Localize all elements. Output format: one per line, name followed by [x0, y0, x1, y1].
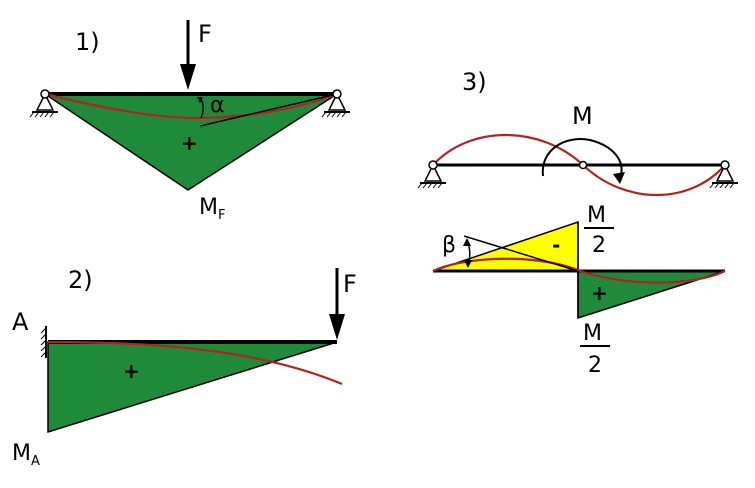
panel-1-angle-arrowhead	[197, 97, 203, 103]
panel-3-angle-label: β	[442, 233, 456, 258]
panel-3-angle-arrow	[463, 238, 472, 268]
panel-1-number: 1)	[75, 28, 100, 56]
panel-2-moment-diagram	[47, 341, 338, 434]
panel-2-fixed-support	[40, 326, 47, 358]
panel-1-force-label: F	[198, 20, 212, 48]
panel-3-right-pin-support	[709, 160, 738, 189]
panel-1-deflection-curve	[44, 92, 338, 120]
panel-2-deflection-curve	[47, 340, 343, 386]
panel-1-left-pin-support	[29, 89, 58, 118]
panel-1-force-arrow	[180, 20, 196, 90]
panel-2: 2) A F + MA	[12, 266, 357, 469]
panel-2-sign: +	[123, 359, 140, 383]
panel-3-moment-label: M	[572, 102, 593, 130]
panel-3-number: 3)	[462, 68, 487, 96]
panel-1: 1) α F + MF	[29, 20, 350, 223]
panel-2-moment-label: MA	[12, 441, 40, 469]
panel-3: 3) M	[417, 68, 738, 378]
top-fraction-numerator: M	[587, 203, 606, 228]
panel-3-positive-sign: +	[591, 281, 608, 305]
panel-1-tangent-line	[199, 93, 338, 127]
panel-1-moment-label: MF	[199, 195, 225, 223]
panel-2-force-arrow	[329, 268, 345, 340]
panel-3-top-fraction: M 2	[584, 203, 614, 258]
panel-2-support-label: A	[12, 308, 29, 336]
panel-3-left-pin-support	[417, 160, 446, 189]
panel-1-sign: +	[181, 131, 198, 155]
bottom-fraction-numerator: M	[583, 321, 602, 346]
top-fraction-denominator: 2	[592, 233, 606, 258]
panel-1-right-pin-support	[321, 89, 350, 118]
panel-1-angle-label: α	[210, 93, 225, 118]
panel-2-number: 2)	[68, 266, 93, 294]
panel-3-mid-point	[578, 160, 588, 170]
panel-3-bottom-fraction: M 2	[580, 321, 610, 378]
panel-3-tangent-line	[463, 235, 579, 272]
panel-2-force-label: F	[343, 270, 357, 298]
panel-3-applied-moment	[541, 138, 625, 184]
panel-3-negative-sign: -	[552, 233, 560, 257]
bottom-fraction-denominator: 2	[588, 353, 602, 378]
